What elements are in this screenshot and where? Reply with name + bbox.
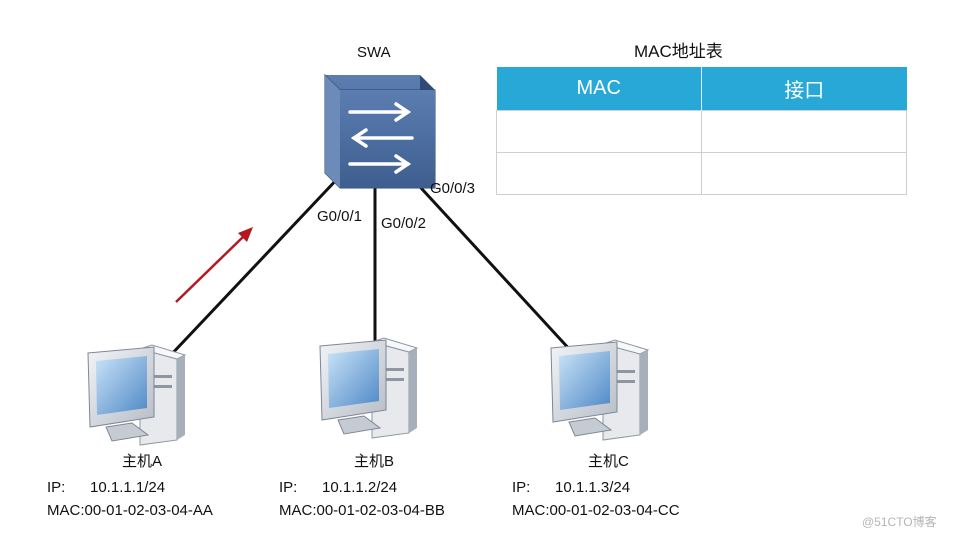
switch-swa-icon	[324, 73, 436, 189]
link-g0-0-1	[166, 174, 342, 360]
host-c-ip-label: IP:	[512, 479, 531, 496]
mac-cell	[496, 152, 702, 195]
mac-column-header: MAC	[496, 67, 702, 111]
frame-direction-arrow	[175, 227, 253, 303]
host-a-ip-label: IP:	[47, 479, 66, 496]
host-c-ip: 10.1.1.3/24	[555, 479, 631, 496]
computer-a-icon	[87, 344, 187, 446]
table-row	[496, 152, 907, 195]
watermark: @51CTO博客	[862, 515, 937, 529]
host-b-ip-label: IP:	[279, 479, 298, 496]
host-a-mac: MAC:00-01-02-03-04-AA	[47, 502, 213, 519]
port-label-g0-0-2: G0/0/2	[381, 215, 427, 232]
link-g0-0-3	[408, 174, 574, 354]
switch-name: SWA	[357, 44, 391, 61]
host-b-name: 主机B	[354, 453, 395, 470]
mac-table-title: MAC地址表	[634, 42, 723, 61]
interface-column-header: 接口	[701, 67, 907, 111]
host-b-ip: 10.1.1.2/24	[322, 479, 398, 496]
host-a-name: 主机A	[122, 453, 163, 470]
computer-c-icon	[550, 339, 650, 441]
mac-cell	[496, 110, 702, 153]
mac-address-table: MAC 接口	[496, 67, 907, 195]
computer-b-icon	[319, 337, 419, 439]
host-b-mac: MAC:00-01-02-03-04-BB	[279, 502, 445, 519]
host-c-name: 主机C	[588, 453, 629, 470]
port-label-g0-0-3: G0/0/3	[430, 180, 476, 197]
host-c-mac: MAC:00-01-02-03-04-CC	[512, 502, 680, 519]
interface-cell	[701, 152, 907, 195]
port-label-g0-0-1: G0/0/1	[317, 208, 363, 225]
table-row	[496, 110, 907, 153]
host-a-ip: 10.1.1.1/24	[90, 479, 166, 496]
interface-cell	[701, 110, 907, 153]
